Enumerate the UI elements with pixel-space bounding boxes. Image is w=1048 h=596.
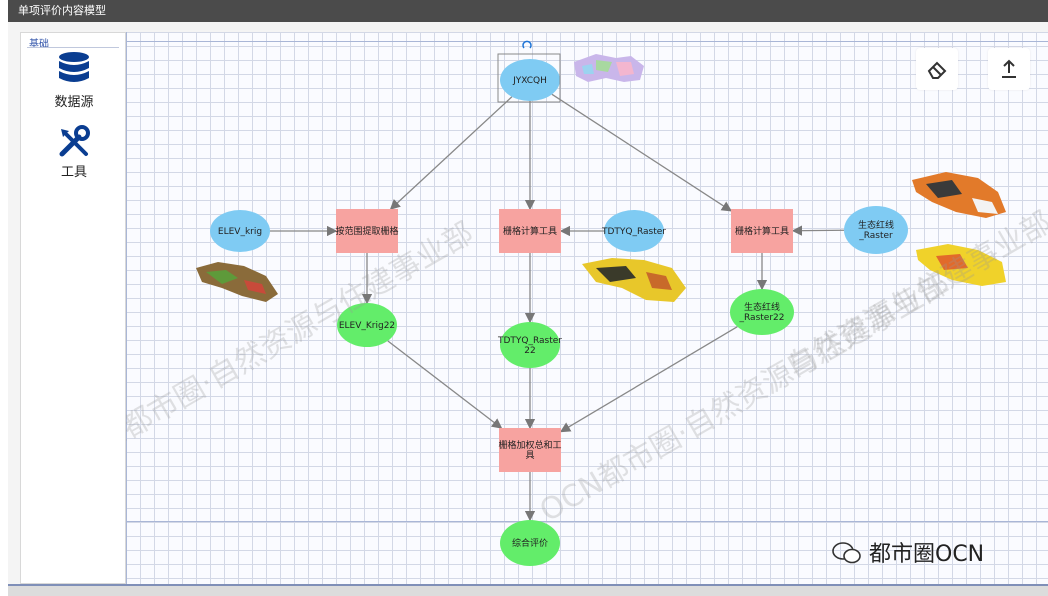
tool-datasource[interactable]: 数据源 bbox=[21, 51, 127, 110]
node-label-calc_tool_1: 栅格计算工具 bbox=[503, 225, 557, 237]
database-icon bbox=[59, 52, 89, 82]
node-label-eco_raster22: 生态红线_Raster22 bbox=[739, 301, 785, 323]
group-divider bbox=[27, 47, 119, 48]
node-label-calc_tool_2: 栅格计算工具 bbox=[735, 225, 789, 237]
edge-elev_krig22-to-weighted_sum_tool[interactable] bbox=[387, 340, 503, 429]
page-guide-top bbox=[126, 41, 1048, 42]
node-shape-elev_krig[interactable] bbox=[210, 210, 270, 252]
node-label-elev_krig22: ELEV_Krig22 bbox=[339, 321, 395, 331]
node-overall_eval[interactable]: 综合评价 bbox=[500, 520, 560, 566]
node-weighted_sum_tool[interactable]: 栅格加权总和工具 bbox=[498, 428, 562, 472]
brand-text: 都市圈OCN bbox=[869, 542, 985, 567]
map-thumbnail-eco-2 bbox=[916, 244, 1006, 286]
node-extract_tool[interactable]: 按范围提取栅格 bbox=[335, 209, 399, 253]
node-shape-tdtyq_raster[interactable] bbox=[604, 210, 664, 252]
node-label-extract_tool: 按范围提取栅格 bbox=[335, 225, 398, 237]
node-eco_raster22[interactable]: 生态红线_Raster22 bbox=[730, 289, 794, 335]
node-eco_raster[interactable]: 生态红线_Raster bbox=[844, 206, 908, 254]
tool-tools[interactable]: 工具 bbox=[21, 125, 127, 180]
upload-icon bbox=[1002, 59, 1016, 78]
node-shape-calc_tool_2[interactable] bbox=[731, 209, 793, 253]
map-thumbnail-jyxcqh bbox=[574, 54, 644, 82]
node-label-eco_raster: 生态红线_Raster bbox=[858, 219, 894, 241]
node-shape-tdtyq_raster22[interactable] bbox=[500, 322, 560, 368]
tool-datasource-label: 数据源 bbox=[54, 95, 94, 110]
node-label-tdtyq_raster: TDTYQ_Raster bbox=[601, 227, 666, 237]
node-label-elev_krig: ELEV_krig bbox=[218, 227, 262, 237]
node-shape-weighted_sum_tool[interactable] bbox=[499, 428, 561, 472]
window-title: 单项评价内容模型 bbox=[8, 0, 1048, 22]
map-thumbnail-elev bbox=[196, 262, 278, 302]
clear-button[interactable] bbox=[916, 48, 958, 90]
node-shape-elev_krig22[interactable] bbox=[337, 303, 397, 347]
upload-button[interactable] bbox=[988, 48, 1030, 90]
page-guide-bottom bbox=[126, 521, 1048, 522]
node-shape-eco_raster22[interactable] bbox=[730, 289, 794, 335]
map-thumbnail-eco-1 bbox=[912, 172, 1006, 218]
node-tdtyq_raster[interactable]: TDTYQ_Raster bbox=[601, 210, 666, 252]
page-guide-left bbox=[126, 32, 127, 584]
edge-jyxcqh-to-calc_tool_2[interactable] bbox=[551, 93, 733, 212]
node-label-overall_eval: 综合评价 bbox=[512, 537, 548, 549]
node-shape-jyxcqh[interactable] bbox=[500, 59, 560, 101]
wechat-icon bbox=[832, 542, 861, 564]
node-shape-calc_tool_1[interactable] bbox=[499, 209, 561, 253]
tool-tools-label: 工具 bbox=[60, 165, 87, 180]
node-calc_tool_2[interactable]: 栅格计算工具 bbox=[731, 209, 793, 253]
node-shape-eco_raster[interactable] bbox=[844, 206, 908, 254]
node-label-jyxcqh: JYXCQH bbox=[512, 76, 547, 86]
node-label-weighted_sum_tool: 栅格加权总和工具 bbox=[498, 439, 561, 461]
edge-jyxcqh-to-extract_tool[interactable] bbox=[389, 96, 513, 210]
rotate-handle-icon[interactable] bbox=[522, 40, 532, 49]
node-elev_krig[interactable]: ELEV_krig bbox=[210, 210, 270, 252]
node-jyxcqh[interactable]: JYXCQH bbox=[500, 59, 560, 101]
selection-box bbox=[497, 53, 561, 103]
tools-icon bbox=[59, 125, 90, 157]
status-bar bbox=[8, 584, 1048, 596]
toolbox-group-label: 基础 bbox=[29, 39, 49, 50]
model-window: 单项评价内容模型 基础 数据源 工具 bbox=[8, 0, 1048, 596]
map-thumbnail-tdtyq bbox=[582, 258, 686, 302]
node-calc_tool_1[interactable]: 栅格计算工具 bbox=[499, 209, 561, 253]
model-diagram: JYXCQH ELEV_krig 按范围提取栅格 栅格计算工具 TDTYQ_Raster… bbox=[196, 40, 1006, 566]
node-shape-extract_tool[interactable] bbox=[336, 209, 398, 253]
eraser-icon bbox=[927, 61, 947, 79]
node-shape-overall_eval[interactable] bbox=[500, 520, 560, 566]
brand-mark: 都市圈OCN bbox=[832, 536, 984, 568]
node-elev_krig22[interactable]: ELEV_Krig22 bbox=[337, 303, 397, 347]
toolbox-panel: 基础 数据源 工具 bbox=[20, 32, 126, 584]
edge-eco_raster22-to-weighted_sum_tool[interactable] bbox=[559, 326, 738, 433]
model-canvas[interactable]: JYXCQH ELEV_krig 按范围提取栅格 栅格计算工具 TDTYQ_Raster… bbox=[126, 32, 1048, 584]
